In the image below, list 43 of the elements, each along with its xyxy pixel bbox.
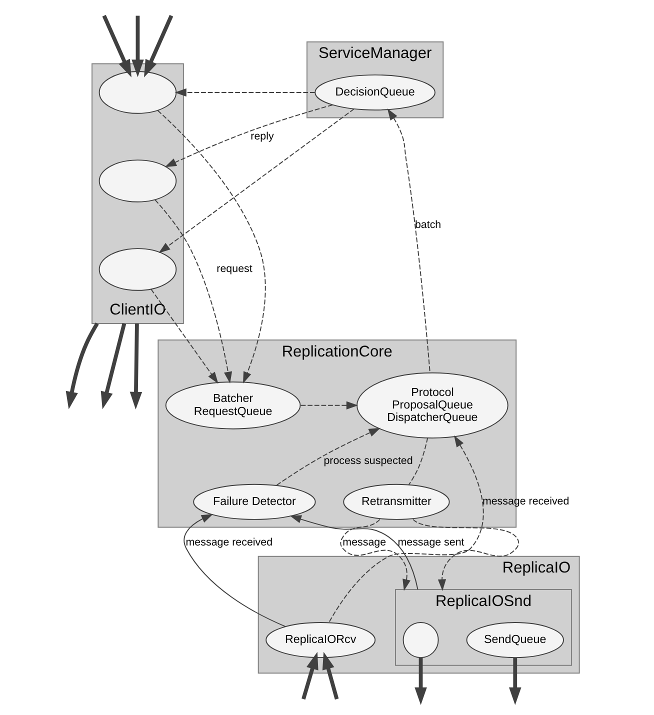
arrow <box>150 288 218 384</box>
arrow <box>100 323 126 410</box>
connector <box>408 437 428 486</box>
edge-label: message sent <box>397 536 464 549</box>
node-ellipse: Batcher RequestQueue <box>164 382 300 430</box>
arrow <box>301 652 318 700</box>
arrow <box>340 518 410 591</box>
arrow <box>275 428 380 486</box>
arrow <box>158 108 354 254</box>
arrow <box>322 652 338 700</box>
arrow <box>386 108 430 374</box>
arrow <box>300 401 358 410</box>
arrow <box>65 322 98 410</box>
arrow <box>164 104 333 168</box>
edge-label: reply <box>250 130 274 142</box>
arrow <box>289 515 418 590</box>
node-circle <box>402 622 438 658</box>
arrow <box>154 199 232 384</box>
arrow <box>414 658 426 705</box>
cluster: ClientIO <box>91 63 184 324</box>
arrow <box>129 323 142 410</box>
arrow <box>156 110 266 384</box>
arrow <box>508 658 521 705</box>
arrow <box>328 435 484 624</box>
edge-label: request <box>216 263 252 276</box>
arrow <box>102 14 131 78</box>
node-ellipse: ReplicaIORcv <box>265 622 376 658</box>
arrow <box>183 514 286 628</box>
arrow <box>131 16 144 78</box>
node-ellipse <box>98 71 176 114</box>
arrow <box>144 14 173 78</box>
edge-label: process suspected <box>323 454 412 467</box>
edge-label: message received <box>185 536 272 549</box>
edge-label: batch <box>414 218 441 231</box>
edge-label: message received <box>482 496 569 508</box>
arrow <box>412 518 519 591</box>
edge-label: message <box>342 536 386 549</box>
node-ellipse: Retransmitter <box>342 484 450 520</box>
arrow <box>174 88 315 97</box>
node-ellipse: SendQueue <box>466 622 564 658</box>
node-ellipse: Failure Detector <box>192 484 316 520</box>
node-ellipse <box>98 248 176 291</box>
node-ellipse: DecisionQueue <box>314 74 435 110</box>
